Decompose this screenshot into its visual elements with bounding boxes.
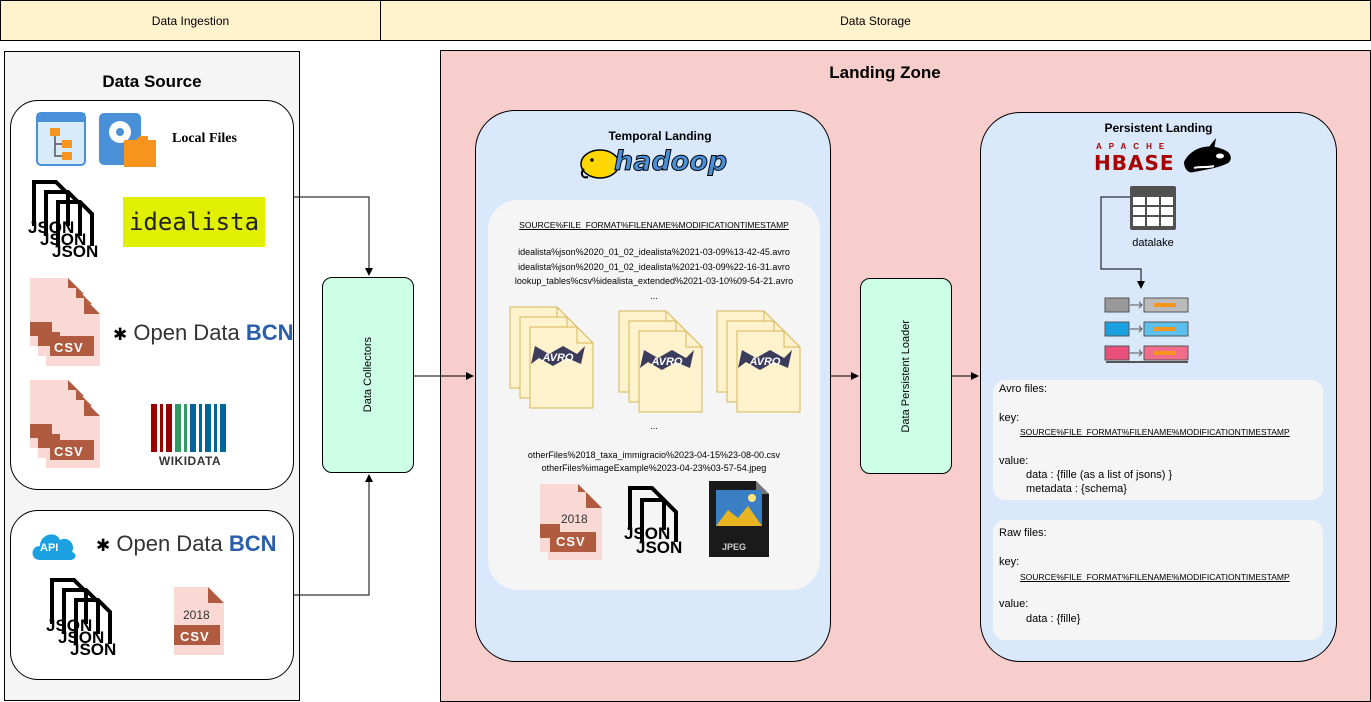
hbase-logo: HBASE [1094, 151, 1175, 175]
json-label: JSON [28, 218, 75, 237]
bcn-label: BCN [228, 531, 277, 556]
header-label: Data Ingestion [151, 13, 230, 28]
idealista-label: idealista [128, 208, 260, 236]
value-line: metadata : {schema} [1026, 483, 1127, 495]
year-label: 2018 [561, 512, 588, 526]
json-label: JSON [58, 628, 105, 647]
json-label: JSON [40, 230, 87, 249]
api-cloud-icon [32, 534, 76, 560]
hadoop-logo: hadoop [613, 146, 728, 178]
folder-tree-icon [36, 112, 86, 166]
table-icon [1130, 186, 1176, 230]
data-source-title: Data Source [102, 72, 202, 91]
temporal-landing-title: Temporal Landing [608, 129, 712, 143]
json-label: JSON [624, 524, 671, 543]
local-files-label: Local Files [172, 131, 237, 146]
csv-label: CSV [54, 444, 84, 459]
open-data-label: Open Data [116, 531, 223, 556]
wikidata-barcode-icon [151, 404, 226, 452]
header-label: Data Storage [840, 13, 911, 28]
avro-file-icon: AVRO [716, 310, 801, 413]
idealista-logo: idealista [123, 197, 265, 247]
csv-label: CSV [54, 340, 84, 355]
json-file-icon: JSON JSON JSON [46, 576, 126, 662]
open-data-label: Open Data [133, 320, 240, 345]
hadoop-elephant-icon [580, 149, 620, 179]
other-file-name: otherFiles%2018_taxa_immigracio%2023-04-… [527, 450, 781, 460]
key-pattern: SOURCE%FILE_FORMAT%FILENAME%MODIFICATION… [1020, 572, 1290, 582]
avro-label: AVRO [749, 356, 781, 368]
key-label: key: [999, 412, 1020, 424]
csv-file-icon [30, 380, 100, 468]
api-label: API [40, 542, 59, 554]
arrow-api-to-collectors [294, 474, 373, 596]
csv-label: CSV [556, 534, 586, 549]
ellipsis: ... [650, 291, 658, 301]
datalake-label: datalake [1132, 237, 1174, 249]
avro-file-name: idealista%json%2020_01_02_idealista%2021… [518, 247, 790, 257]
bcn-label: BCN [245, 320, 294, 345]
value-label: value: [999, 598, 1029, 610]
header-data-ingestion: Data Ingestion [0, 0, 381, 41]
region-servers-icon [1104, 297, 1189, 363]
header-data-storage: Data Storage [380, 0, 1371, 41]
year-label: 2018 [183, 608, 210, 622]
value-label: value: [999, 455, 1029, 467]
landing-zone-title: Landing Zone [829, 63, 941, 82]
value-line: data : {fille (as a list of jsons) } [1026, 469, 1173, 481]
file-pattern-label: SOURCE%FILE_FORMAT%FILENAME%MODIFICATION… [519, 220, 789, 230]
json-file-icon: JSON JSON JSON [28, 178, 108, 264]
csv-file-icon [540, 484, 602, 560]
avro-card-title: Avro files: [999, 383, 1048, 395]
value-line: data : {fille} [1026, 613, 1081, 625]
ellipsis: ... [650, 421, 658, 431]
avro-label: AVRO [651, 356, 683, 368]
raw-files-card [993, 520, 1323, 640]
data-collectors-label: Data Collectors [362, 337, 374, 413]
network-icon: ✱ [96, 536, 111, 555]
avro-file-name: idealista%json%2020_01_02_idealista%2021… [518, 262, 790, 272]
raw-card-title: Raw files: [999, 527, 1047, 539]
csv-file-icon [174, 587, 224, 655]
csv-label: CSV [180, 629, 210, 644]
jpeg-label: JPEG [722, 542, 747, 552]
hbase-logo-top: APACHE [1096, 142, 1172, 151]
json-label: JSON [46, 616, 93, 635]
json-label: JSON [70, 640, 117, 659]
key-label: key: [999, 556, 1020, 568]
avro-file-icon: AVRO [618, 310, 703, 413]
open-data-bcn-logo: ✱ Open Data BCN [113, 320, 294, 346]
avro-file-icon: AVRO [509, 306, 594, 409]
json-label: JSON [52, 242, 99, 261]
csv-file-icon [30, 278, 100, 366]
local-drive-icon [99, 113, 156, 167]
data-persistent-loader-label: Data Persistent Loader [900, 319, 912, 433]
avro-file-name: lookup_tables%csv%idealista_extended%202… [514, 276, 794, 286]
other-file-name: otherFiles%imageExample%2023-04-23%03-57… [541, 463, 767, 473]
avro-label: AVRO [542, 352, 574, 364]
avro-files-card [993, 380, 1323, 500]
key-pattern: SOURCE%FILE_FORMAT%FILENAME%MODIFICATION… [1020, 427, 1290, 437]
persistent-landing-title: Persistent Landing [1104, 121, 1213, 135]
json-label: JSON [636, 538, 683, 557]
open-data-bcn-logo: ✱ Open Data BCN [96, 531, 277, 557]
orca-icon [1184, 138, 1231, 173]
arrow-sources-to-collectors [294, 196, 373, 276]
network-icon: ✱ [113, 325, 128, 344]
data-collectors-box: Data Collectors [322, 277, 414, 473]
data-persistent-loader-box: Data Persistent Loader [860, 278, 952, 474]
jpeg-file-icon [709, 481, 769, 557]
wikidata-label: WIKIDATA [158, 454, 222, 468]
json-file-icon: JSON JSON [624, 484, 694, 560]
